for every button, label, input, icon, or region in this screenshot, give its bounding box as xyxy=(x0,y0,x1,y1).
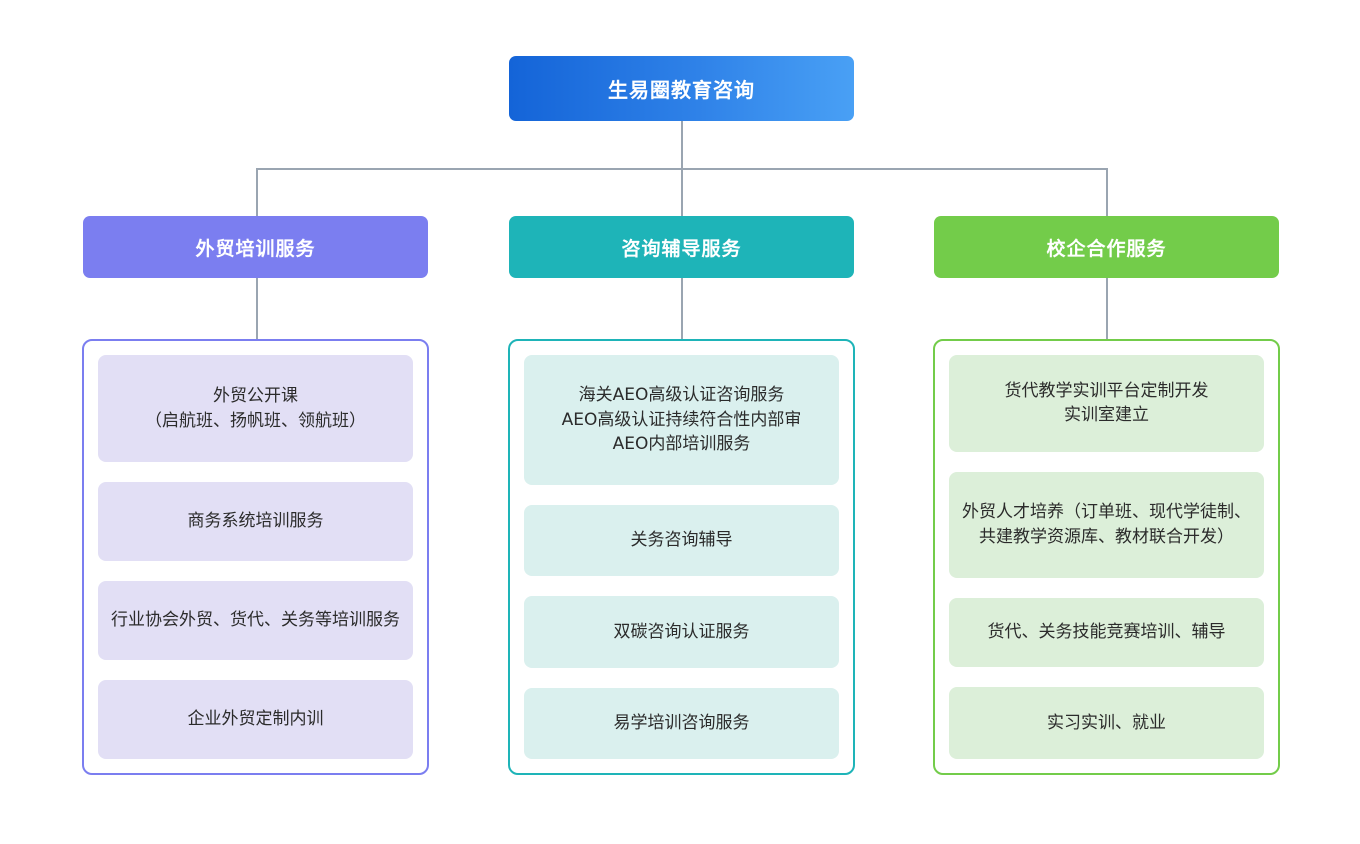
connector-root-stem xyxy=(681,121,683,169)
service-card[interactable]: 海关AEO高级认证咨询服务 AEO高级认证持续符合性内部审 AEO内部培训服务 xyxy=(524,355,839,485)
service-card[interactable]: 双碳咨询认证服务 xyxy=(524,596,839,668)
service-card[interactable]: 实习实训、就业 xyxy=(949,687,1264,759)
branch-header-waimao-peixun[interactable]: 外贸培训服务 xyxy=(83,216,428,278)
service-card[interactable]: 企业外贸定制内训 xyxy=(98,680,413,760)
service-card[interactable]: 外贸人才培养（订单班、现代学徒制、共建教学资源库、教材联合开发） xyxy=(949,471,1264,578)
root-node[interactable]: 生易圈教育咨询 xyxy=(509,56,854,121)
service-card[interactable]: 商务系统培训服务 xyxy=(98,482,413,562)
service-card[interactable]: 货代教学实训平台定制开发 实训室建立 xyxy=(949,355,1264,452)
connector-branch-2-stem xyxy=(681,168,683,216)
service-card[interactable]: 外贸公开课 （启航班、扬帆班、领航班） xyxy=(98,355,413,463)
service-card[interactable]: 行业协会外贸、货代、关务等培训服务 xyxy=(98,581,413,661)
connector-panel-1-stem xyxy=(256,278,258,340)
connector-panel-2-stem xyxy=(681,278,683,340)
branch-panel-zixun-fudao: 海关AEO高级认证咨询服务 AEO高级认证持续符合性内部审 AEO内部培训服务 … xyxy=(508,339,855,775)
branch-header-xiaoqi-hezuo[interactable]: 校企合作服务 xyxy=(934,216,1279,278)
service-card[interactable]: 易学培训咨询服务 xyxy=(524,687,839,759)
service-card[interactable]: 货代、关务技能竞赛培训、辅导 xyxy=(949,597,1264,668)
branch-header-zixun-fudao[interactable]: 咨询辅导服务 xyxy=(509,216,854,278)
connector-panel-3-stem xyxy=(1106,278,1108,340)
service-card[interactable]: 关务咨询辅导 xyxy=(524,504,839,577)
connector-branch-3-stem xyxy=(1106,168,1108,216)
branch-panel-waimao-peixun: 外贸公开课 （启航班、扬帆班、领航班） 商务系统培训服务 行业协会外贸、货代、关… xyxy=(82,339,429,775)
branch-panel-xiaoqi-hezuo: 货代教学实训平台定制开发 实训室建立 外贸人才培养（订单班、现代学徒制、共建教学… xyxy=(933,339,1280,775)
connector-branch-1-stem xyxy=(256,168,258,216)
